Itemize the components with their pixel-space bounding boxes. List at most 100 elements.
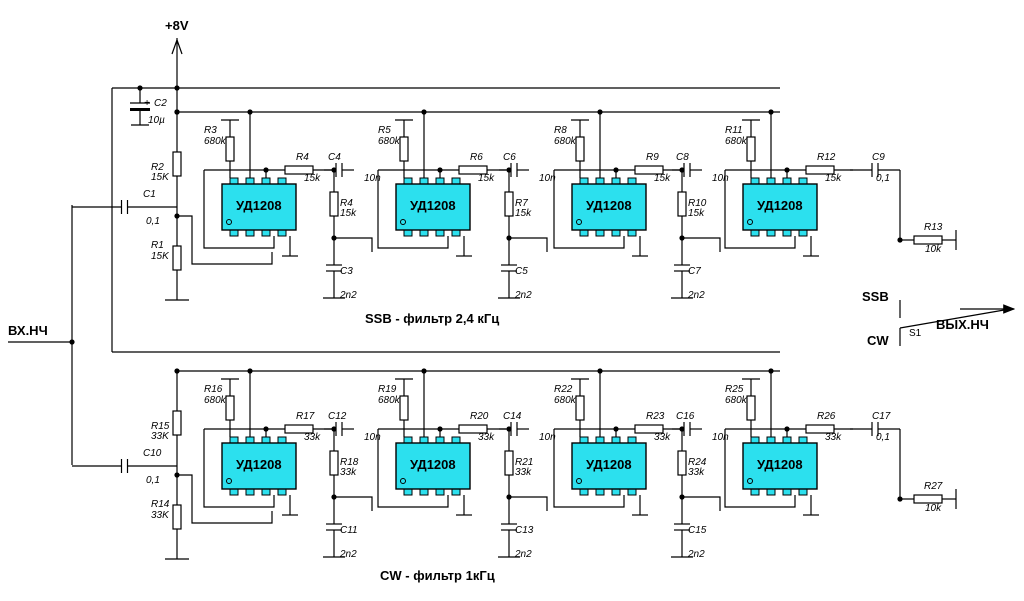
resistor-body [172,410,182,436]
chip-pin [419,177,429,185]
resistor-body [504,450,514,476]
ssb-rs-name: R9 [646,152,659,163]
cw-rb-name: R19 [378,384,397,395]
arrow [176,39,183,55]
cw-capacitor-c14 [499,422,529,436]
resistor-body [805,424,835,434]
resistor-body [172,504,182,530]
capacitor-c2: + C2 10µ [144,98,167,126]
ssb-rg-value: 15k [688,208,705,219]
ssb-rs-value: 15k [654,173,671,184]
resistor-body [399,395,409,421]
cw-rs-name: R26 [817,411,836,422]
cw-rb-value: 680k [378,395,401,406]
chip-key-dot [226,478,232,484]
chip-body [221,442,297,490]
junction-dot [613,426,619,432]
chip-pin [245,488,255,496]
chip-key-dot [400,478,406,484]
cw-resistor-r18 [329,429,339,497]
ssb-rb-name: R3 [204,125,217,136]
chip-body [571,442,647,490]
chip-pin [451,436,461,444]
junction-dot [331,167,337,173]
chip-pin [403,488,413,496]
cw-resistor-r17 [266,424,332,434]
ssb-cs-name: C4 [328,152,341,163]
chip-pin [798,229,808,237]
ssb-rs-value: 15k [478,173,495,184]
cw-r2-name: R15 [151,421,170,432]
chip-pin [579,177,589,185]
ssb-filter-channel: R215KR115KC10,1УД1208R3680kR415kC410nR41… [72,109,957,301]
chip-pin [419,229,429,237]
cw-capacitor-c11 [326,497,342,557]
chip-body [221,183,297,231]
chip-body [395,183,471,231]
ssb-resistor-r4 [266,165,332,175]
chip-ud1208: УД1208 [221,436,297,496]
cw-capacitor-c17 [850,422,900,436]
ssb-rload-value: 10k [925,244,942,255]
chip-pin [245,229,255,237]
ssb-c1-name: C1 [143,189,156,200]
ssb-r2-value: 15K [151,172,170,183]
cw-r2-value: 33K [151,431,170,442]
cw-rb-name: R25 [725,384,744,395]
cw-rs-name: R17 [296,411,315,422]
chip-ud1208: УД1208 [571,177,647,237]
chip-key-dot [576,478,582,484]
cw-rg-name: R18 [340,457,359,468]
chip-ud1208: УД1208 [571,436,647,496]
ssb-cout-name: C9 [872,152,885,163]
ssb-cg-name: C7 [688,266,701,277]
chip-pin [750,488,760,496]
cw-rload-value: 10k [925,503,942,514]
fb-loop [724,429,796,508]
ssb-rg-name: R4 [340,198,353,209]
chip-pin [435,436,445,444]
chip-pin [782,177,792,185]
resistor-body [913,235,943,245]
resistor-body [634,165,664,175]
cw-resistor-r2 [172,371,182,475]
cw-cg-name: C13 [515,525,534,536]
chip-pin [611,229,621,237]
ssb-rb-value: 680k [378,136,401,147]
fb-loop [377,170,449,249]
chip-pin [766,436,776,444]
chip-pin [611,436,621,444]
junction-dot [331,426,337,432]
cw-cg-value: 2n2 [339,549,357,560]
chip-pin [435,177,445,185]
chip-pin [750,436,760,444]
chip-key-dot [747,219,753,225]
chip-label: УД1208 [410,198,456,213]
cw-capacitor-c12 [324,422,354,436]
cw-cs-name: C12 [328,411,347,422]
ssb-resistor-r6 [440,165,506,175]
ssb-resistor-r2 [172,112,182,216]
chip-pin [611,177,621,185]
ssb-cs-name: C6 [503,152,516,163]
ssb-capacitor-c3 [326,238,342,298]
ssb-r1-name: R1 [151,240,164,251]
ssb-resistor-r8 [575,120,585,178]
ssb-resistor-r12 [787,165,853,175]
chip-pin [766,177,776,185]
ssb-r2-name: R2 [151,162,164,173]
ssb-capacitor-c5 [501,238,517,298]
cw-resistor-r25 [746,379,756,437]
junction-dot [506,426,512,432]
chip-key-dot [747,478,753,484]
ssb-rs-name: R6 [470,152,483,163]
cw-filter-channel: R1533KR1433KC100,1УД1208R16680kR1733kC12… [72,368,957,560]
cw-resistor-r16 [225,379,235,437]
chip-pin [627,488,637,496]
resistor-body [634,424,664,434]
ssb-rs-value: 15k [825,173,842,184]
chip-pin [403,436,413,444]
ssb-resistor-r10 [677,170,687,238]
